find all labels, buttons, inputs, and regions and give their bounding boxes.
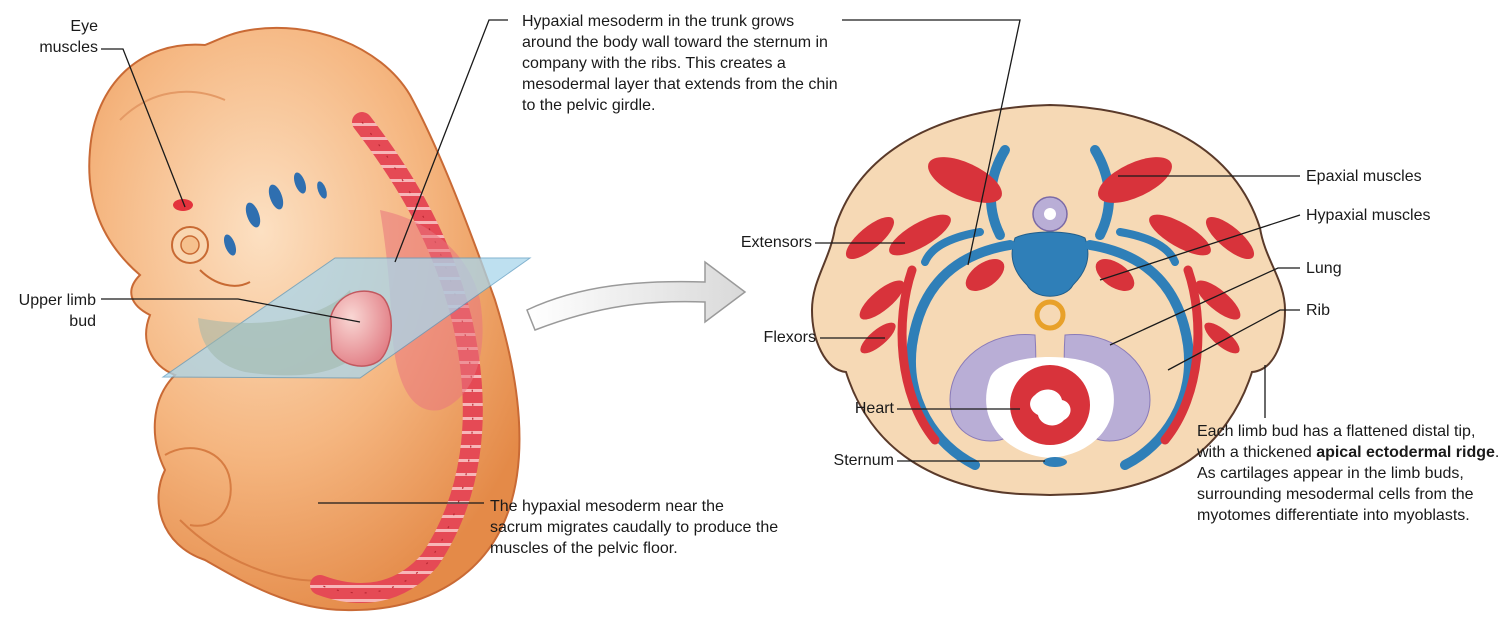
label-eye-muscles: Eye muscles [20,16,98,58]
label-lung: Lung [1306,258,1342,279]
arrow-to-section [527,262,745,330]
caption-limb-bud-bold: apical ectodermal ridge [1316,444,1495,461]
label-extensors: Extensors [690,232,812,253]
label-rib: Rib [1306,300,1330,321]
label-heart: Heart [780,398,894,419]
label-epaxial-muscles: Epaxial muscles [1306,166,1422,187]
label-hypaxial-muscles: Hypaxial muscles [1306,205,1430,226]
caption-sacrum: The hypaxial mesoderm near the sacrum mi… [490,496,780,559]
caption-trunk: Hypaxial mesoderm in the trunk grows aro… [522,11,840,116]
label-sternum: Sternum [770,450,894,471]
label-upper-limb-bud: Upper limb bud [10,290,96,332]
caption-limb-bud: Each limb bud has a flattened distal tip… [1197,421,1503,526]
label-flexors: Flexors [700,327,816,348]
embryo [89,28,530,610]
